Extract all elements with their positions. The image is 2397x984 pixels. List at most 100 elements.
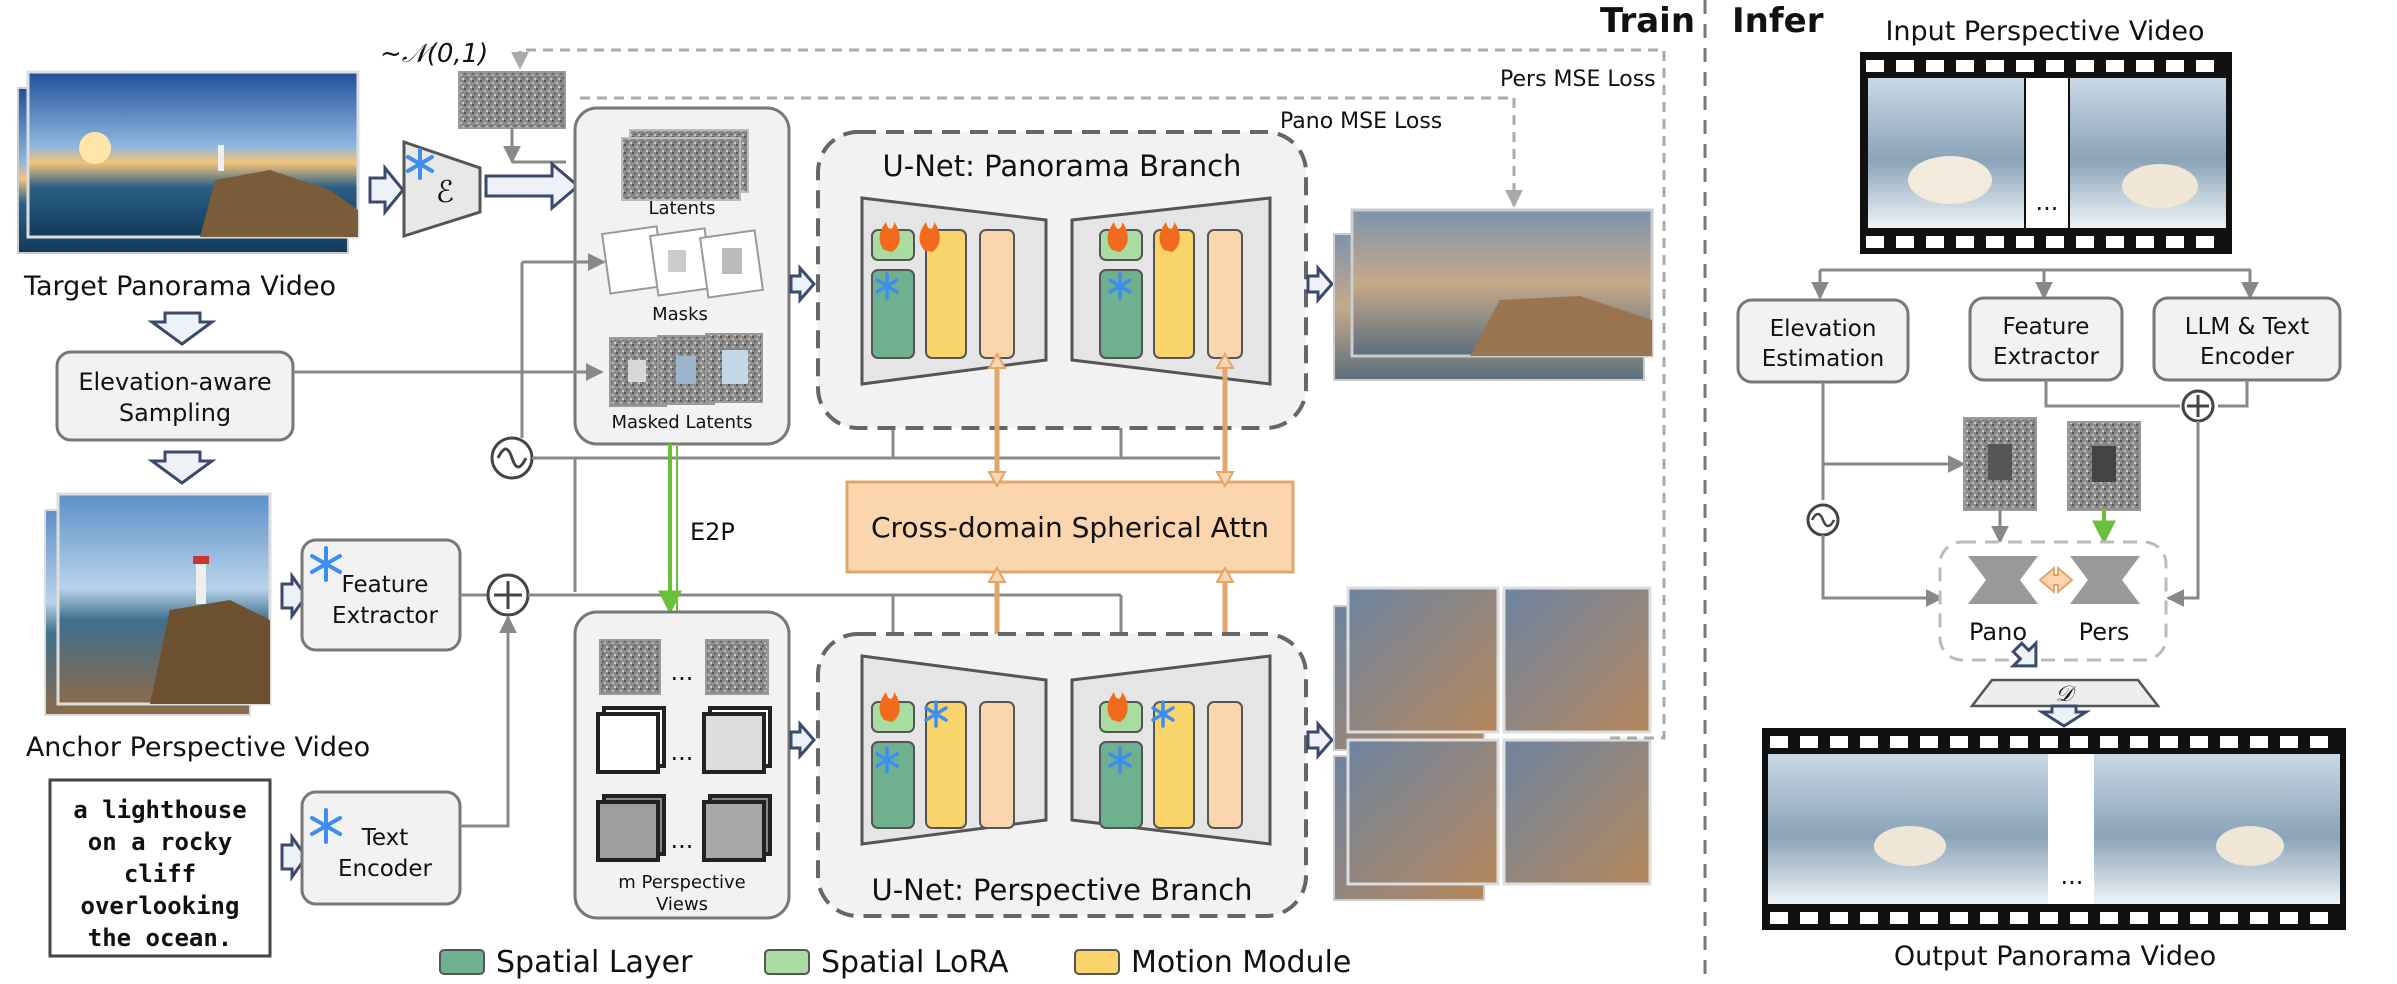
pers-loss-path: [511, 48, 1666, 740]
attention-block: [979, 229, 1015, 359]
film-hole: [1950, 736, 1968, 748]
ellipsis-masks: ...: [671, 738, 694, 766]
film-hole: [2196, 236, 2214, 248]
input-filmstrip: [1860, 52, 2232, 254]
elevation-estimation-line2: Estimation: [1762, 346, 1884, 372]
right-arrow-anchor: [280, 571, 308, 621]
film-hole: [2040, 736, 2058, 748]
target-panorama-image: [17, 70, 360, 254]
snowflake-icon: [875, 272, 1175, 774]
film-hole: [2070, 736, 2088, 748]
snowflake-icon: [406, 148, 434, 180]
e2p-label: E2P: [690, 518, 735, 546]
film-hole: [1800, 912, 1818, 924]
film-hole: [2040, 912, 2058, 924]
film-hole: [2106, 236, 2124, 248]
pers-mse-loss-label: Pers MSE Loss: [1500, 67, 1656, 92]
input-perspective-label: Input Perspective Video: [1885, 16, 2204, 47]
cross-domain-attention-label: Cross-domain Spherical Attn: [871, 511, 1269, 544]
anchor-perspective-image: [44, 492, 272, 716]
text-prompt-card: [48, 778, 272, 958]
down-arrow-2: [147, 450, 217, 485]
film-hole: [2190, 912, 2208, 924]
film-hole: [2280, 912, 2298, 924]
film-hole: [2250, 912, 2268, 924]
film-hole: [1986, 236, 2004, 248]
snowflake-icon: [310, 546, 342, 582]
film-hole: [2280, 736, 2298, 748]
m-perspective-views-line1: m Perspective: [618, 872, 746, 893]
legend-swatch: [1074, 949, 1120, 975]
film-hole: [2010, 736, 2028, 748]
masks-label: Masks: [652, 304, 708, 325]
film-hole: [2220, 912, 2238, 924]
film-hole: [1896, 60, 1914, 72]
legend-label: Spatial Layer: [496, 945, 693, 980]
film-hole: [2046, 60, 2064, 72]
film-hole: [1920, 912, 1938, 924]
infer-pers-label: Pers: [2079, 618, 2130, 646]
film-hole: [2160, 736, 2178, 748]
right-arrow-pano-branch: [789, 264, 816, 304]
latents-label: Latents: [648, 198, 715, 219]
text-encoder-line1: Text: [361, 825, 409, 851]
legend-label: Motion Module: [1131, 945, 1351, 980]
fire-icon: [879, 222, 1180, 722]
infer-pano-label: Pano: [1969, 618, 2027, 646]
output-panorama-label: Output Panorama Video: [1894, 941, 2216, 972]
target-panorama-label: Target Panorama Video: [23, 271, 336, 302]
film-hole: [2220, 736, 2238, 748]
snowflake-icon: [310, 808, 342, 844]
anchor-perspective-label: Anchor Perspective Video: [26, 732, 370, 763]
film-hole: [2160, 912, 2178, 924]
film-hole: [2136, 236, 2154, 248]
output-ellipsis: ...: [2061, 862, 2084, 890]
film-hole: [1770, 912, 1788, 924]
masks-images: [600, 225, 765, 299]
train-title: Train: [1600, 1, 1695, 41]
film-hole: [2190, 736, 2208, 748]
masked-latents-label: Masked Latents: [612, 412, 753, 433]
m-perspective-views-line2: Views: [656, 894, 708, 915]
film-hole: [2310, 736, 2328, 748]
film-hole: [1860, 912, 1878, 924]
prompt-line: on a rocky: [88, 828, 233, 856]
film-hole: [2070, 912, 2088, 924]
legend-swatch: [439, 949, 485, 975]
film-hole: [2196, 60, 2214, 72]
right-arrow-pano: [368, 163, 405, 217]
cross-domain-attention-box: [845, 480, 1295, 574]
feature-extractor-line1: Feature: [342, 572, 429, 598]
infer-title: Infer: [1732, 1, 1824, 41]
infer-feature-extractor-line2: Extractor: [1993, 344, 2099, 370]
arrow-text-to-plus: [460, 615, 517, 828]
spatial-layer-block: [871, 269, 915, 359]
encoder-symbol: ℰ: [436, 175, 454, 210]
film-hole: [1926, 60, 1944, 72]
right-arrow-latents: [484, 160, 581, 212]
film-hole: [1890, 736, 1908, 748]
film-hole: [1866, 60, 1884, 72]
ellipsis-latents: ...: [671, 658, 694, 686]
unet-panorama-title: U-Net: Panorama Branch: [883, 149, 1242, 183]
llm-text-encoder-line2: Encoder: [2200, 344, 2295, 370]
film-hole: [1950, 912, 1968, 924]
down-arrow-1: [147, 311, 217, 346]
film-hole: [1920, 736, 1938, 748]
prompt-line: a lighthouse: [73, 796, 246, 824]
right-arrow-pers-branch: [789, 720, 816, 760]
infer-feat-to-plus: [2044, 380, 2180, 408]
legend-label: Spatial LoRA: [821, 945, 1009, 980]
noise-sample: [458, 71, 566, 129]
pano-mse-loss-label: Pano MSE Loss: [1280, 109, 1442, 134]
film-hole: [2130, 912, 2148, 924]
motion-module-block: [925, 229, 967, 359]
film-hole: [1800, 736, 1818, 748]
right-arrow-pers-out: [1306, 720, 1334, 760]
unet-perspective-title: U-Net: Perspective Branch: [871, 873, 1252, 907]
decoder-symbol: 𝒟: [2055, 682, 2077, 707]
infer-feature-extractor-line1: Feature: [2003, 314, 2090, 340]
right-arrow-pano-out: [1306, 264, 1334, 304]
